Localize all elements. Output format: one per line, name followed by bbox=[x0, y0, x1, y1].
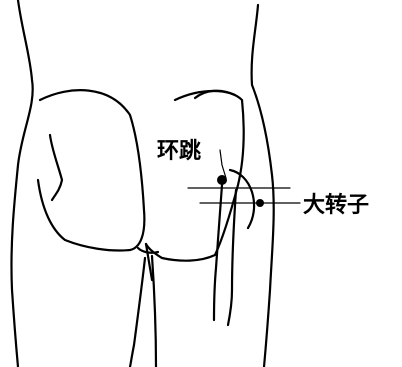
left-flank-mark bbox=[50, 135, 62, 200]
center-leg-line bbox=[152, 256, 156, 367]
greater-trochanter-marker bbox=[256, 199, 264, 207]
huantiao-point-marker bbox=[217, 175, 227, 185]
huantiao-label: 环跳 bbox=[157, 138, 201, 164]
body-outline-right bbox=[252, 5, 274, 367]
left-buttock bbox=[38, 90, 144, 250]
left-leg-line bbox=[130, 258, 145, 367]
huantiao-pointer bbox=[220, 150, 226, 178]
right-buttock bbox=[146, 91, 244, 261]
body-outline-left bbox=[11, 0, 32, 367]
greater-trochanter-label: 大转子 bbox=[303, 192, 369, 218]
